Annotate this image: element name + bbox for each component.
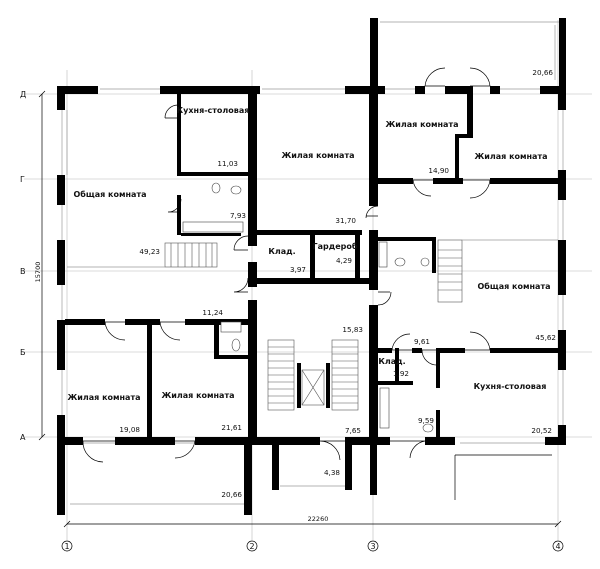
room-name-living-room-top-right-a: Жилая комната (385, 120, 458, 129)
room-labels: Кухня-столовая 11,03 7,93 Общая комната … (67, 68, 556, 499)
fixtures (182, 182, 434, 433)
axis-label-col-3: 3 (370, 542, 375, 551)
room-area-common-room-right: 45,62 (535, 333, 556, 342)
room-area-storage-right: 1,92 (393, 369, 409, 378)
axis-label-row-g: Г (20, 175, 25, 184)
dimension-lines: 22260 15700 (34, 90, 562, 528)
axis-label-col-2: 2 (249, 542, 254, 551)
room-area-kitchen-dining-top-left: 11,03 (217, 159, 238, 168)
stairs (67, 239, 558, 411)
room-name-storage-right: Клад. (378, 357, 405, 366)
axis-label-row-d: Д (20, 90, 26, 99)
axis-label-row-b: Б (20, 348, 26, 357)
room-name-living-room-top-right-b: Жилая комната (474, 152, 547, 161)
room-area-bathroom-top-left: 7,93 (230, 211, 246, 220)
room-area-bathroom-right: 9,59 (418, 416, 434, 425)
walls (57, 18, 566, 515)
room-name-wardrobe-middle: Гардероб (313, 241, 358, 251)
room-name-kitchen-dining-top-left: Кухня-столовая (177, 106, 250, 115)
room-area-stair-hall: 15,83 (342, 325, 363, 334)
room-area-living-room-bottom-center: 21,61 (221, 423, 242, 432)
room-area-kitchen-dining-bottom-right: 20,52 (531, 426, 552, 435)
room-area-vestibule: 7,65 (345, 426, 361, 435)
room-name-living-room-top-middle: Жилая комната (281, 151, 354, 160)
row-axis-labels: Д Г В Б А (20, 90, 26, 442)
room-area-common-room-left: 49,23 (139, 247, 160, 256)
doors (82, 67, 552, 500)
room-name-kitchen-dining-bottom-right: Кухня-столовая (474, 382, 547, 391)
axis-label-row-a: А (20, 433, 26, 442)
room-name-living-room-bottom-left: Жилая комната (67, 393, 140, 402)
room-area-living-room-top-middle: 31,70 (335, 216, 356, 225)
room-area-living-room-bottom-left: 19,08 (119, 425, 140, 434)
dimension-height: 15700 (34, 262, 42, 283)
room-area-storage-middle: 3,97 (290, 265, 306, 274)
room-name-common-room-right: Общая комната (478, 281, 551, 291)
axis-label-col-4: 4 (555, 542, 560, 551)
dimension-width: 22260 (308, 515, 329, 523)
room-area-porch: 4,38 (324, 468, 340, 477)
room-name-common-room-left: Общая комната (74, 189, 147, 199)
room-area-hall-right: 9,61 (414, 337, 430, 346)
room-area-living-room-top-right-a: 14,90 (428, 166, 449, 175)
room-area-wardrobe-middle: 4,29 (336, 256, 352, 265)
column-axis-labels: 1 2 3 4 (61, 540, 564, 552)
room-area-bathroom-bottom-left: 11,24 (202, 308, 223, 317)
axis-label-col-1: 1 (64, 542, 69, 551)
room-name-living-room-bottom-center: Жилая комната (161, 391, 234, 400)
room-name-storage-middle: Клад. (268, 247, 295, 256)
room-area-balcony-top-right: 20,66 (532, 68, 553, 77)
room-area-balcony-bottom-left: 20,66 (221, 490, 242, 499)
axis-label-row-v: В (20, 267, 26, 276)
